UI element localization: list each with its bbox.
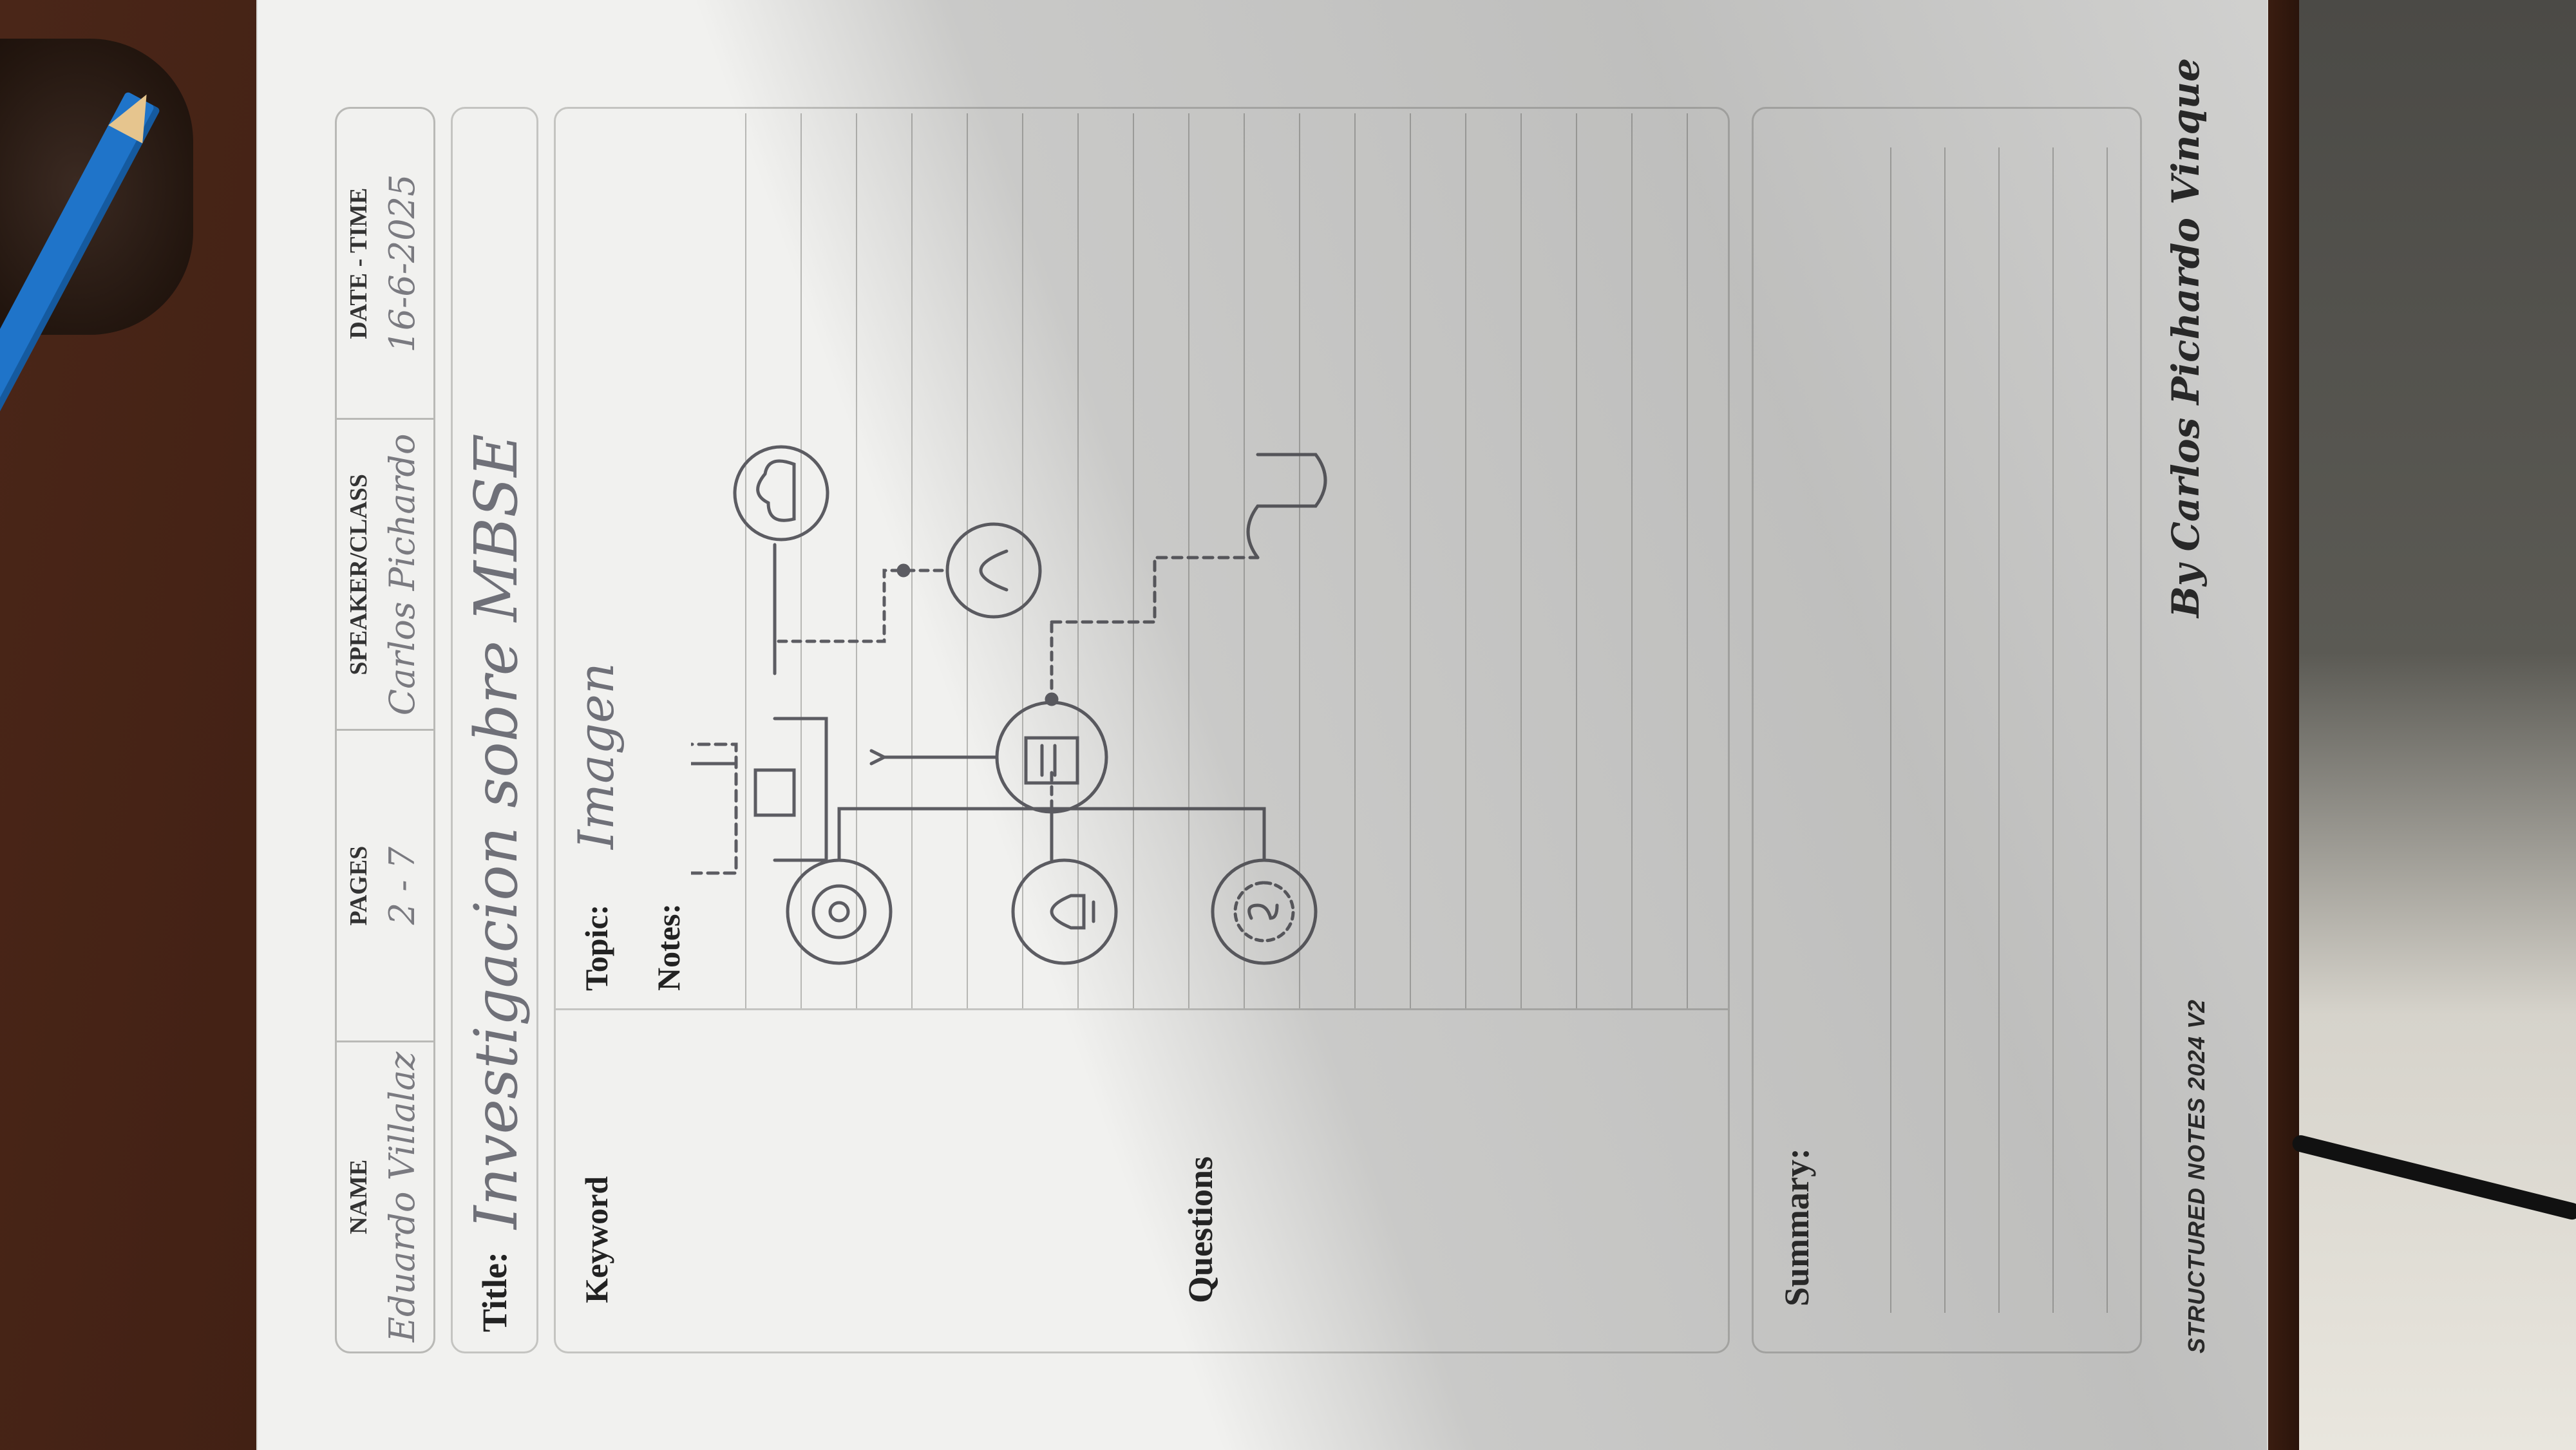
footer-version: STRUCTURED NOTES 2024 V2 [2183,999,2210,1353]
notes-sheet: NAME Eduardo Villalaz PAGES 2 - 7 SPEAKE… [258,0,2267,1450]
speaker-value: Carlos Pichardo [382,433,422,716]
headset-icon [945,522,1042,619]
date-label: DATE - TIME [345,187,372,339]
topic-value: Imagen [567,663,625,849]
title-label: Title: [475,1252,514,1332]
date-value: 16-6-2025 [382,174,422,353]
topic-label: Topic: [578,904,614,991]
notes-sketch [691,445,1327,965]
paper-wrapper: NAME Eduardo Villalaz PAGES 2 - 7 SPEAKE… [258,0,2267,1450]
cloud-icon [733,445,829,541]
title-box: Title: Investigacion sobre MBSE [451,107,538,1353]
pages-value: 2 - 7 [382,846,422,925]
questions-label: Questions [1181,1156,1220,1303]
summary-box: Summary: [1752,107,2142,1353]
speaker-label: SPEAKER/CLASS [345,474,372,675]
pages-cell: PAGES 2 - 7 [337,729,433,1040]
target-icon [786,858,893,965]
notes-label: Notes: [650,903,687,991]
gear-dollar-icon [1211,858,1318,965]
name-value: Eduardo Villalaz [382,1051,422,1342]
keyword-column: Keyword Questions [556,1008,1728,1351]
title-value: Investigacion sobre MBSE [462,433,531,1229]
name-cell: NAME Eduardo Villalaz [337,1040,433,1351]
name-label: NAME [345,1159,372,1234]
summary-lines [1837,147,2134,1313]
footer-credit: By Carlos Pichardo Vinque [2164,58,2208,618]
date-cell: DATE - TIME 16-6-2025 [337,109,433,418]
pages-label: PAGES [345,845,372,926]
notes-area: Keyword Questions Topic: Imagen Notes: [554,107,1730,1353]
summary-label: Summary: [1777,1148,1816,1306]
lightbulb-icon [1011,858,1118,965]
header-row: NAME Eduardo Villalaz PAGES 2 - 7 SPEAKE… [335,107,435,1353]
speaker-cell: SPEAKER/CLASS Carlos Pichardo [337,418,433,730]
keyword-label: Keyword [578,1176,614,1303]
